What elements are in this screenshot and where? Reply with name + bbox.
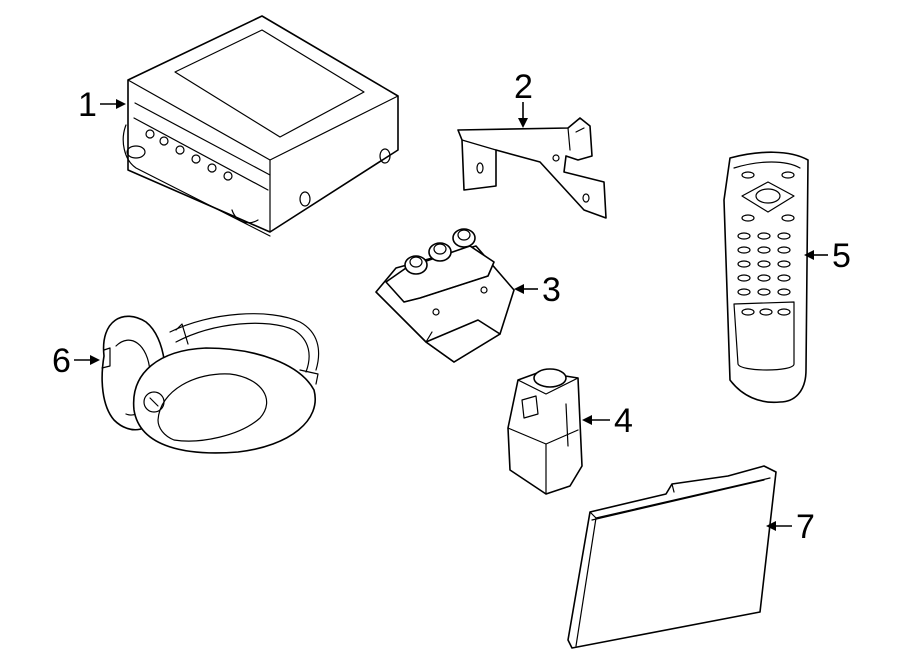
callout-1: 1 (78, 86, 126, 124)
callout-number: 5 (832, 237, 851, 275)
callout-6: 6 (52, 342, 100, 380)
callout-number: 6 (52, 342, 71, 380)
callout-number: 3 (542, 271, 561, 309)
callout-number: 2 (514, 68, 533, 106)
callout-2: 2 (514, 68, 533, 128)
connector-module[interactable] (375, 228, 515, 363)
remote-keypad (737, 232, 791, 296)
switch-relay[interactable] (507, 368, 583, 495)
mounting-bracket[interactable] (457, 117, 607, 219)
wireless-headphones[interactable] (101, 313, 320, 454)
display-screen[interactable] (567, 465, 777, 649)
callout-5: 5 (804, 237, 851, 275)
callout-number: 4 (614, 402, 633, 440)
remote-control[interactable] (723, 151, 809, 404)
callout-number: 7 (796, 508, 815, 546)
dvd-player-unit[interactable] (122, 15, 399, 237)
callout-3: 3 (514, 271, 561, 309)
callout-7: 7 (766, 508, 815, 546)
callout-4: 4 (582, 402, 633, 440)
callout-number: 1 (78, 86, 97, 124)
